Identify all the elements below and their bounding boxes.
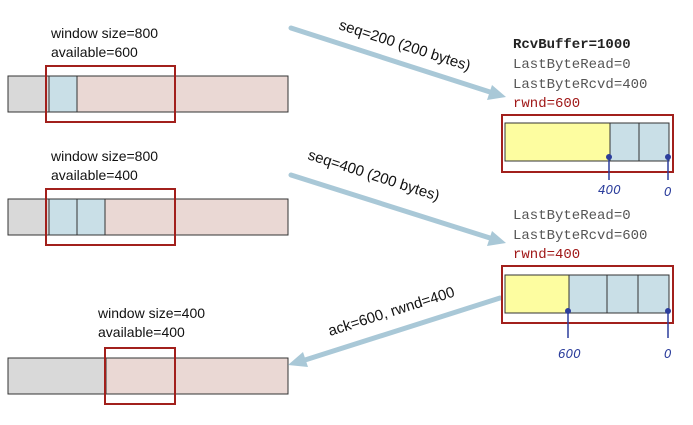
sender-row1-inflight-segment bbox=[48, 75, 78, 113]
sender-row2-inflight-segment-1 bbox=[48, 198, 78, 236]
sender-row1-acked-segment bbox=[7, 75, 50, 113]
arrow-seq-200: seq=200 (200 bytes) bbox=[288, 17, 506, 100]
sender-row1-window-size: window size=800 bbox=[50, 25, 158, 41]
receiver1-rcvbuffer: RcvBuffer=1000 bbox=[513, 37, 631, 53]
receiver2-pointer-marks: 600 0 bbox=[558, 308, 672, 361]
arrow-seq-400: seq=400 (200 bytes) bbox=[288, 147, 506, 246]
receiver-state-2: LastByteRead=0 LastByteRcvd=600 rwnd=400… bbox=[501, 208, 674, 361]
sender-row2-inflight-segment-2 bbox=[76, 198, 106, 236]
arrow-ack-600-head bbox=[288, 352, 308, 367]
receiver2-buffer-outline bbox=[501, 265, 674, 324]
receiver1-mark-400: 400 bbox=[598, 183, 621, 197]
receiver1-mark-0: 0 bbox=[664, 185, 672, 199]
sender-row3-acked-segment bbox=[7, 357, 107, 395]
sender-row2-window-outline bbox=[45, 188, 176, 246]
receiver1-last-byte-rcvd: LastByteRcvd=400 bbox=[513, 77, 647, 93]
sender-row1-available: available=600 bbox=[51, 44, 138, 60]
arrow-seq-400-label: seq=400 (200 bytes) bbox=[306, 147, 442, 205]
receiver2-free-buffer bbox=[504, 274, 570, 314]
arrow-seq-200-line bbox=[288, 25, 493, 95]
arrow-ack-600: ack=600, rwnd=400 bbox=[288, 284, 503, 367]
receiver2-mark-0: 0 bbox=[664, 347, 672, 361]
receiver2-received-segment-1 bbox=[568, 274, 608, 314]
receiver1-last-byte-read: LastByteRead=0 bbox=[513, 57, 631, 73]
sender-row3-window-outline bbox=[104, 347, 176, 405]
receiver2-mark-600: 600 bbox=[558, 347, 581, 361]
receiver1-free-buffer bbox=[504, 122, 611, 162]
receiver1-buffer-outline bbox=[501, 114, 674, 173]
sender-row-3: window size=400 available=400 bbox=[7, 305, 289, 405]
sender-row-2: window size=800 available=400 bbox=[7, 148, 289, 246]
sender-row2-available: available=400 bbox=[51, 167, 138, 183]
sender-row2-window-size: window size=800 bbox=[50, 148, 158, 164]
sender-row3-available: available=400 bbox=[98, 324, 185, 340]
receiver-state-1: RcvBuffer=1000 LastByteRead=0 LastByteRc… bbox=[501, 37, 674, 199]
sender-row1-window-outline bbox=[45, 65, 176, 123]
receiver1-received-segment-1 bbox=[609, 122, 640, 162]
receiver1-received-segment-2 bbox=[638, 122, 670, 162]
sender-row3-window-size: window size=400 bbox=[97, 305, 205, 321]
arrow-seq-400-line bbox=[288, 172, 493, 241]
arrow-ack-600-line bbox=[302, 295, 503, 363]
receiver2-last-byte-read: LastByteRead=0 bbox=[513, 208, 631, 224]
receiver2-last-byte-rcvd: LastByteRcvd=600 bbox=[513, 228, 647, 244]
receiver2-received-segment-2 bbox=[606, 274, 639, 314]
receiver2-received-segment-3 bbox=[637, 274, 670, 314]
receiver2-rwnd: rwnd=400 bbox=[513, 247, 580, 263]
sender-row-1: window size=800 available=600 bbox=[7, 25, 289, 123]
receiver1-pointer-marks: 400 0 bbox=[598, 154, 672, 199]
arrow-seq-400-head bbox=[487, 231, 506, 246]
sender-row2-acked-segment bbox=[7, 198, 50, 236]
receiver1-rwnd: rwnd=600 bbox=[513, 96, 580, 112]
arrow-seq-200-head bbox=[487, 85, 506, 100]
